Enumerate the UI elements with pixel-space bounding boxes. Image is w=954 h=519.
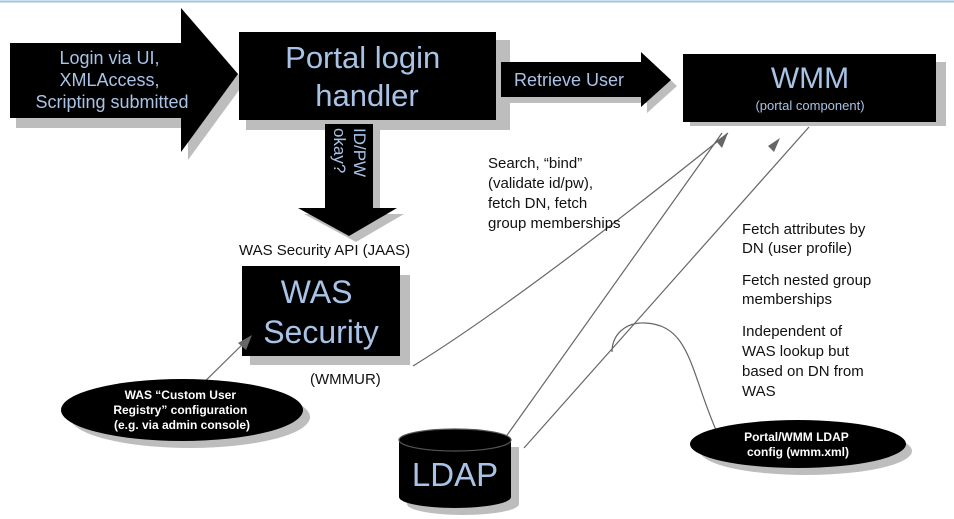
idpw-arrow: ID/PW okay? (298, 124, 404, 242)
config-line-2: config (wmm.xml) (747, 445, 849, 459)
svg-text:Login via UI, XMLAccess,: Login via UI, XMLAccess, Scripting submi… (35, 48, 188, 112)
ldap-label: LDAP (412, 456, 498, 493)
retrieve-user-arrow: Retrieve User (501, 52, 677, 113)
svg-text:WAS “Custom User Registr: WAS “Custom User Registry” configuration… (113, 388, 250, 432)
search-note-line-2: (validate id/pw), (488, 175, 593, 192)
portal-box-line-1: Portal login (285, 40, 440, 75)
attrs-b1-line-1: Fetch attributes by (742, 221, 866, 238)
idpw-line-1: ID/PW (350, 128, 369, 177)
jaas-label: WAS Security API (JAAS) (239, 242, 410, 259)
attrs-b1-line-2: DN (user profile) (742, 240, 852, 257)
attrs-b3-line-2: WAS lookup but (742, 343, 850, 360)
wmmur-arrowhead (716, 133, 728, 148)
svg-text:ID/PW okay?: ID/PW okay? (330, 128, 369, 182)
registry-line-1: WAS “Custom User (125, 388, 237, 402)
ldap-to-wmm-line-2 (523, 126, 810, 449)
svg-text:Portal/WMM LDAP config (: Portal/WMM LDAP config (wmm.xml) (744, 430, 852, 459)
wmmur-label: (WMMUR) (310, 371, 381, 388)
portal-box-line-2: handler (315, 78, 418, 113)
custom-registry-ellipse: WAS “Custom User Registry” configuration… (61, 379, 310, 448)
wmmur-to-wmm-line (412, 132, 729, 367)
was-box-line-2: Security (263, 314, 379, 350)
login-arrow: Login via UI, XMLAccess, Scripting submi… (10, 8, 245, 160)
retrieve-user-label: Retrieve User (514, 70, 624, 90)
was-box-line-1: WAS (281, 274, 353, 310)
attrs-b3-line-3: based on DN from (742, 363, 864, 380)
svg-text:Portal login handler: Portal login handler (285, 40, 449, 113)
attrs-b2-line-2: memberships (742, 291, 832, 308)
search-note-line-1: Search, “bind” (488, 155, 582, 172)
wmm-box: WMM (portal component) (683, 54, 946, 126)
ldap-to-wmm-line-1 (504, 132, 723, 439)
attrs-b3-line-4: WAS (742, 383, 776, 400)
svg-text:WAS Security: WAS Security (263, 274, 379, 350)
login-arrow-line-2: XMLAccess, (59, 70, 159, 90)
wmm-subtitle: (portal component) (755, 98, 864, 113)
config-curve (611, 322, 717, 431)
registry-line-2: Registry” configuration (113, 403, 247, 417)
login-arrow-line-1: Login via UI, (59, 48, 159, 68)
wmm-ldap-config-ellipse: Portal/WMM LDAP config (wmm.xml) (690, 420, 912, 475)
was-security-box: WAS Security (242, 266, 410, 365)
search-note-line-4: group memberships (488, 215, 621, 232)
wmm-title: WMM (771, 62, 849, 95)
attrs-b3-line-1: Independent of (742, 323, 843, 340)
search-note: Search, “bind” (validate id/pw), fetch D… (488, 155, 621, 232)
attrs-b2-line-1: Fetch nested group (742, 272, 871, 289)
idpw-line-2: okay? (330, 128, 349, 173)
registry-line-3: (e.g. via admin console) (114, 418, 250, 432)
registry-arrowhead (238, 335, 252, 350)
config-line-1: Portal/WMM LDAP (744, 430, 849, 444)
search-note-line-3: fetch DN, fetch (488, 195, 587, 212)
ldap-arrowhead (768, 138, 780, 152)
connector-lines (187, 126, 810, 449)
login-arrow-line-3: Scripting submitted (35, 92, 188, 112)
ldap-cylinder: LDAP (398, 428, 519, 515)
portal-login-handler-box: Portal login handler (239, 32, 510, 130)
attrs-note: Fetch attributes by DN (user profile) Fe… (742, 221, 875, 400)
